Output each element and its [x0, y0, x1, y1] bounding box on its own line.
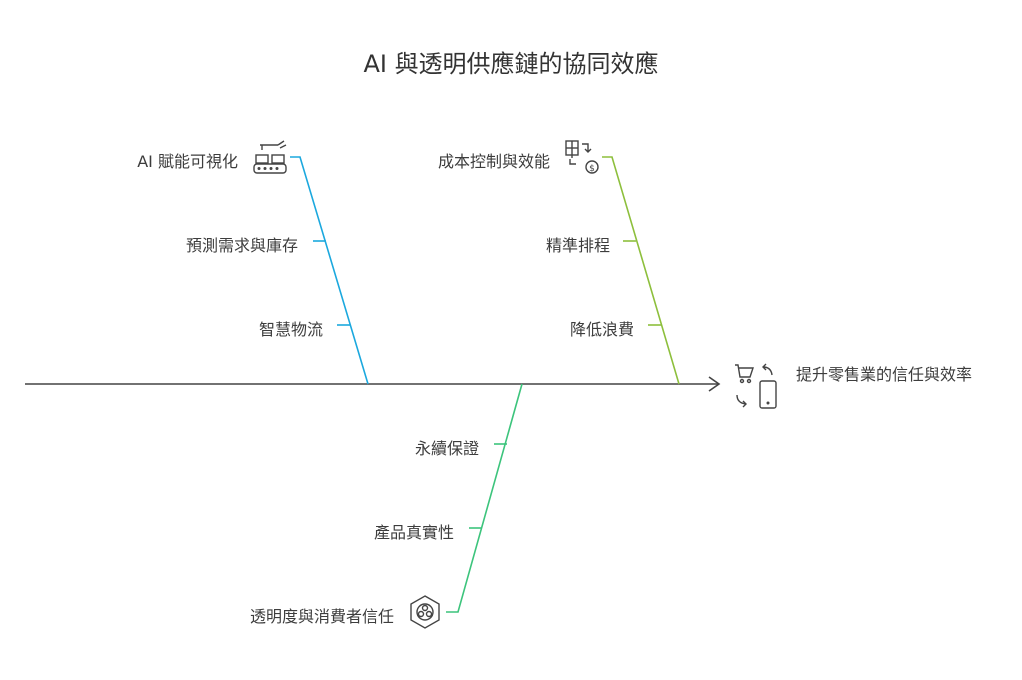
- branch-bone-3: [446, 383, 523, 613]
- branch-bone-1: [290, 156, 369, 385]
- cause-label: 預測需求與庫存: [185, 236, 298, 255]
- hexagon-network-icon: [410, 595, 440, 629]
- cause-label: 永續保證: [414, 439, 479, 458]
- outcome-label: 提升零售業的信任與效率: [796, 365, 973, 384]
- cart-phone-exchange-icon: [735, 363, 777, 409]
- conveyor-robot-arm-icon: [253, 140, 287, 174]
- cause-label: 精準排程: [545, 236, 610, 255]
- money-exchange-icon: $: [565, 140, 599, 174]
- branch-label-cost-control: 成本控制與效能: [437, 152, 550, 171]
- cause-label: 降低浪費: [569, 320, 634, 339]
- svg-text:$: $: [589, 164, 595, 174]
- cause-label: 智慧物流: [258, 320, 323, 339]
- spine-arrowhead: [708, 376, 721, 392]
- branch-label-ai-visibility: AI 賦能可視化: [137, 152, 238, 171]
- cause-label: 產品真實性: [373, 523, 454, 542]
- branch-label-transparency-trust: 透明度與消費者信任: [249, 607, 394, 626]
- branch-bone-2: [602, 156, 680, 385]
- diagram-title: AI 與透明供應鏈的協同效應: [363, 50, 659, 78]
